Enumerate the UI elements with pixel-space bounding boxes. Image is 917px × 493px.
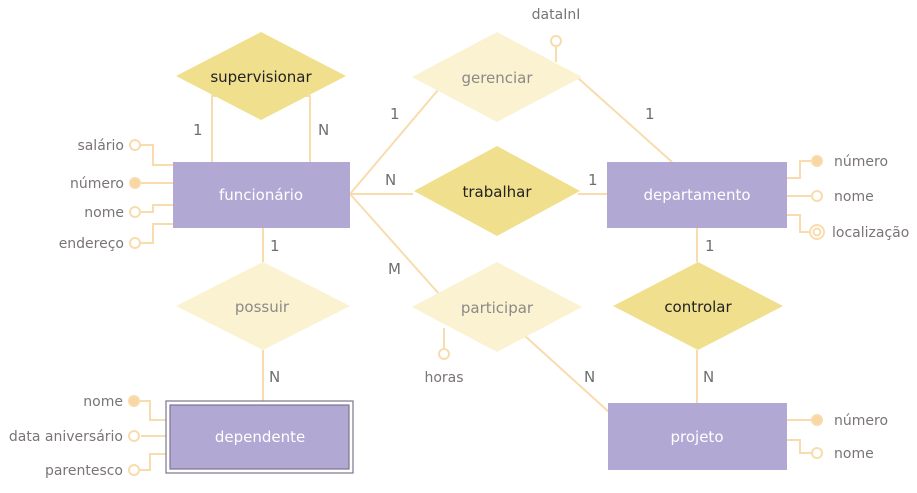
line-gerenciar-depto xyxy=(577,77,673,163)
line-func-gerenciar xyxy=(349,89,439,195)
attr-func-salario: salário xyxy=(77,138,124,154)
attr-depto-nome-circle xyxy=(811,190,823,202)
attr-func-salario-circle xyxy=(129,139,141,151)
attr-proj-nome: nome xyxy=(834,446,874,462)
rel-gerenciar xyxy=(412,32,582,122)
rel-trabalhar-label: trabalhar xyxy=(463,183,533,201)
attr-participar-circle xyxy=(438,348,450,360)
rel-possuir xyxy=(176,262,350,350)
card-gerenciar-func: 1 xyxy=(390,105,400,123)
line-attr-proj-nome xyxy=(787,439,812,454)
attr-func-nome-circle xyxy=(129,206,141,218)
rel-supervisionar-label: supervisionar xyxy=(210,68,312,86)
attr-depto-localizacao: localização xyxy=(832,225,909,241)
attr-func-endereco: endereço xyxy=(59,236,124,252)
attr-dep-nome-key-dot xyxy=(128,395,140,407)
entity-funcionario xyxy=(173,162,350,228)
card-participar-proj: N xyxy=(584,368,595,386)
line-func-participar xyxy=(349,193,441,296)
attr-func-endereco-circle xyxy=(129,237,141,249)
attr-dep-data-aniversario: data aniversário xyxy=(9,429,123,445)
rel-possuir-label: possuir xyxy=(235,298,290,316)
line-attr-func-nome xyxy=(140,204,173,213)
attr-func-numero-key-dot xyxy=(129,177,141,189)
line-supervisionar-left xyxy=(211,95,226,162)
line-supervisionar-right xyxy=(298,95,311,162)
line-attr-depto-localizacao xyxy=(787,214,810,233)
entity-projeto xyxy=(608,403,787,470)
line-attr-func-endereco xyxy=(140,223,173,244)
attribute-markers xyxy=(128,35,825,476)
card-possuir-dep: N xyxy=(269,368,280,386)
card-trabalhar-func: N xyxy=(385,171,396,189)
line-attr-dep-nome xyxy=(140,400,167,421)
attr-depto-nome: nome xyxy=(834,189,874,205)
entity-funcionario-label: funcionário xyxy=(219,186,303,204)
attr-gerenciar-datainicio: dataInI xyxy=(532,7,581,23)
attr-dep-parentesco: parentesco xyxy=(45,463,123,479)
attr-dep-nome: nome xyxy=(83,394,123,410)
card-controlar-depto: 1 xyxy=(705,237,715,255)
connector-lines xyxy=(140,47,812,471)
rel-gerenciar-label: gerenciar xyxy=(461,69,533,87)
attr-dep-parentesco-circle xyxy=(128,464,140,476)
card-supervisionar-right: N xyxy=(318,121,329,139)
attr-gerenciar-circle xyxy=(550,35,562,47)
attr-proj-nome-circle xyxy=(811,447,823,459)
attr-func-nome: nome xyxy=(84,205,124,221)
line-attr-depto-numero xyxy=(787,160,812,179)
attr-participar-horas: horas xyxy=(424,370,463,386)
entity-departamento-label: departamento xyxy=(643,186,750,204)
rel-controlar xyxy=(613,262,783,350)
card-gerenciar-depto: 1 xyxy=(645,105,655,123)
card-trabalhar-depto: 1 xyxy=(588,171,598,189)
rel-participar-label: participar xyxy=(461,299,534,317)
line-attr-func-salario xyxy=(140,144,173,166)
attr-depto-localizacao-multivalued-inner xyxy=(812,227,822,237)
rel-trabalhar xyxy=(414,146,580,236)
rel-supervisionar xyxy=(176,32,346,120)
attr-depto-numero: número xyxy=(834,154,888,170)
rel-participar xyxy=(412,262,582,352)
line-attr-dep-parentesco xyxy=(140,453,167,471)
attr-proj-numero: número xyxy=(834,413,888,429)
card-supervisionar-left: 1 xyxy=(193,121,203,139)
attr-func-numero: número xyxy=(70,176,124,192)
attr-depto-numero-key-dot xyxy=(811,155,823,167)
attr-dep-data-circle xyxy=(128,430,140,442)
card-controlar-proj: N xyxy=(703,368,714,386)
card-possuir-func: 1 xyxy=(270,237,280,255)
entity-projeto-label: projeto xyxy=(671,428,724,446)
attr-proj-numero-key-dot xyxy=(811,414,823,426)
rel-controlar-label: controlar xyxy=(664,298,732,316)
line-participar-projeto xyxy=(524,335,611,414)
entity-dependente-label: dependente xyxy=(215,428,305,446)
card-participar-func: M xyxy=(388,260,401,278)
entity-departamento xyxy=(607,162,787,228)
entity-dependente xyxy=(169,404,350,470)
